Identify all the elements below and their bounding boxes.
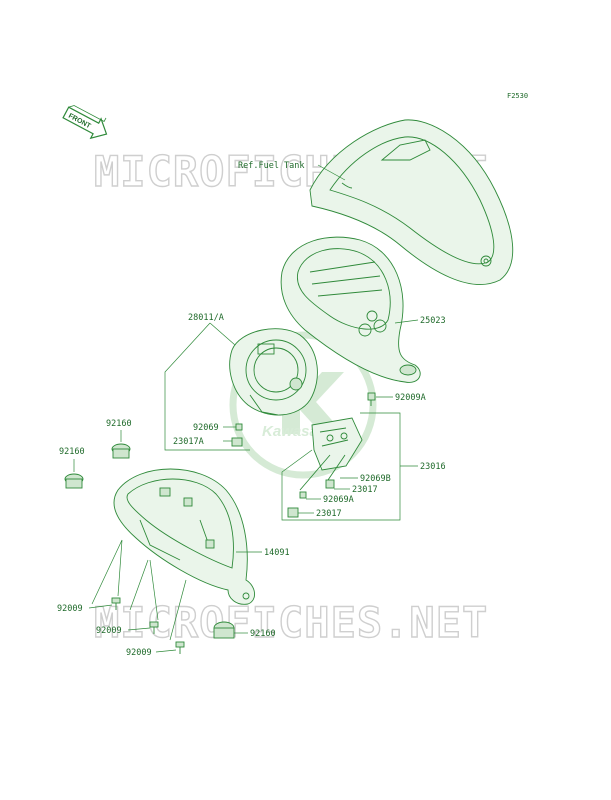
screw-92009a bbox=[367, 392, 376, 406]
part-label-92009-2: 92009 bbox=[96, 626, 122, 636]
part-label-92069b: 92069B bbox=[360, 474, 391, 484]
bulb-socket-right bbox=[287, 479, 335, 518]
grommet-bottom bbox=[213, 621, 235, 639]
part-label-92009-1: 92009 bbox=[57, 604, 83, 614]
part-label-23016: 23016 bbox=[420, 462, 446, 472]
part-label-23017-lower: 23017 bbox=[316, 509, 342, 519]
grommet-top bbox=[111, 443, 131, 459]
grommet-left bbox=[64, 473, 84, 489]
part-label-92069a: 92069A bbox=[323, 495, 354, 505]
part-label-92009-3: 92009 bbox=[126, 648, 152, 658]
part-label-14091: 14091 bbox=[264, 548, 290, 558]
part-label-92160-bottom: 92160 bbox=[250, 629, 276, 639]
watermark-bottom: MICROFICHES.NET bbox=[94, 598, 488, 647]
front-arrow-icon: FRONT bbox=[62, 105, 108, 140]
part-label-23017a: 23017A bbox=[173, 437, 204, 447]
meter-housing bbox=[280, 236, 421, 383]
bolt-92009-1 bbox=[111, 597, 121, 610]
part-label-92160-top: 92160 bbox=[106, 419, 132, 429]
meter-case bbox=[113, 468, 255, 605]
part-label-92009a: 92009A bbox=[395, 393, 426, 403]
part-label-23017-upper: 23017 bbox=[352, 485, 378, 495]
fuel-tank-cover bbox=[309, 119, 514, 285]
part-label-92069: 92069 bbox=[193, 423, 219, 433]
part-label-28011a: 28011/A bbox=[188, 313, 224, 323]
figure-code: F2530 bbox=[507, 92, 528, 100]
bolt-92009-2 bbox=[149, 621, 159, 634]
indicator-bracket bbox=[299, 417, 363, 491]
part-label-92160-left: 92160 bbox=[59, 447, 85, 457]
speedometer-assembly bbox=[229, 328, 318, 416]
bolt-92009-3 bbox=[175, 641, 185, 654]
ref-fuel-tank-label: Ref.Fuel Tank bbox=[238, 161, 305, 171]
part-label-25023: 25023 bbox=[420, 316, 446, 326]
